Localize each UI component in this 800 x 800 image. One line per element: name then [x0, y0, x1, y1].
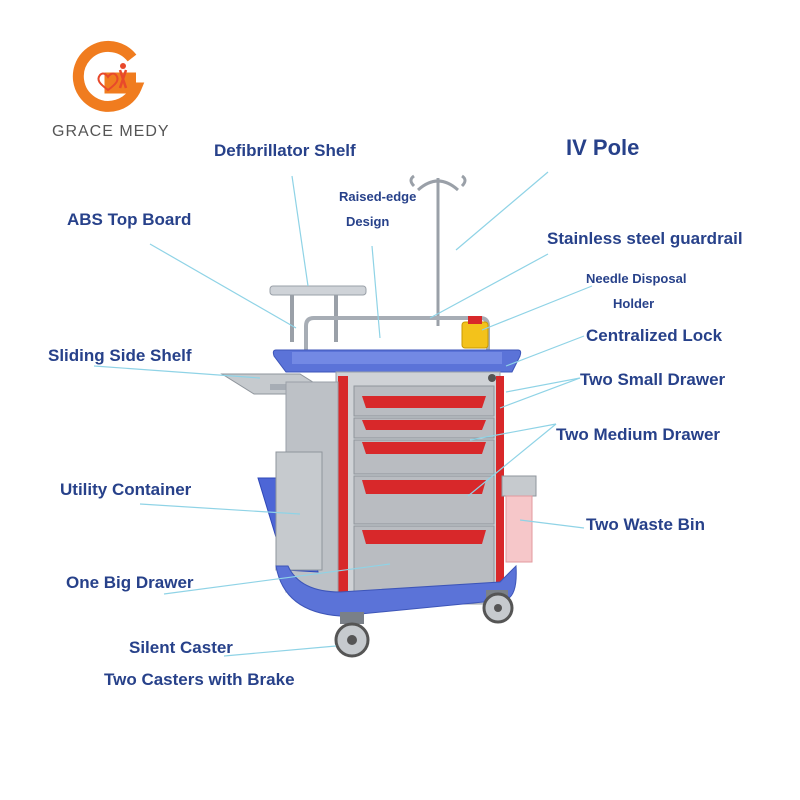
drawers	[353, 385, 495, 599]
label-two-small-drawer: Two Small Drawer	[580, 370, 726, 389]
label-stainless-guardrail: Stainless steel guardrail	[547, 229, 743, 248]
casters	[334, 590, 514, 658]
label-two-waste-bin: Two Waste Bin	[586, 515, 705, 534]
defibrillator-shelf	[269, 285, 367, 342]
label-utility-container: Utility Container	[60, 480, 192, 499]
label-one-big-drawer: One Big Drawer	[66, 573, 194, 592]
label-centralized-lock: Centralized Lock	[586, 326, 723, 345]
leader-lines	[93, 171, 593, 657]
guardrail	[304, 316, 490, 350]
label-raised-edge-line2: Design	[346, 214, 390, 229]
label-two-casters-brake: Two Casters with Brake	[104, 670, 295, 689]
brand-name: GRACE MEDY	[52, 123, 170, 140]
label-defibrillator-shelf: Defibrillator Shelf	[214, 141, 356, 160]
label-sliding-side-shelf: Sliding Side Shelf	[48, 346, 192, 365]
heart-icon	[97, 72, 119, 92]
iv-pole	[409, 174, 467, 326]
cart-base	[275, 564, 517, 617]
waste-bin	[501, 475, 537, 563]
utility-container	[257, 451, 323, 573]
centralized-lock	[488, 374, 496, 382]
label-raised-edge-line1: Raised-edge	[339, 189, 417, 204]
label-silent-caster: Silent Caster	[129, 638, 233, 657]
grace-medy-logo	[72, 40, 145, 112]
person-icon	[118, 69, 128, 89]
label-abs-top-board: ABS Top Board	[67, 210, 192, 229]
label-two-medium-drawer: Two Medium Drawer	[556, 425, 721, 444]
label-iv-pole: IV Pole	[566, 135, 640, 160]
label-needle-disposal-line1: Needle Disposal	[586, 271, 687, 286]
label-needle-disposal-line2: Holder	[613, 296, 655, 311]
needle-disposal-holder	[461, 321, 489, 349]
